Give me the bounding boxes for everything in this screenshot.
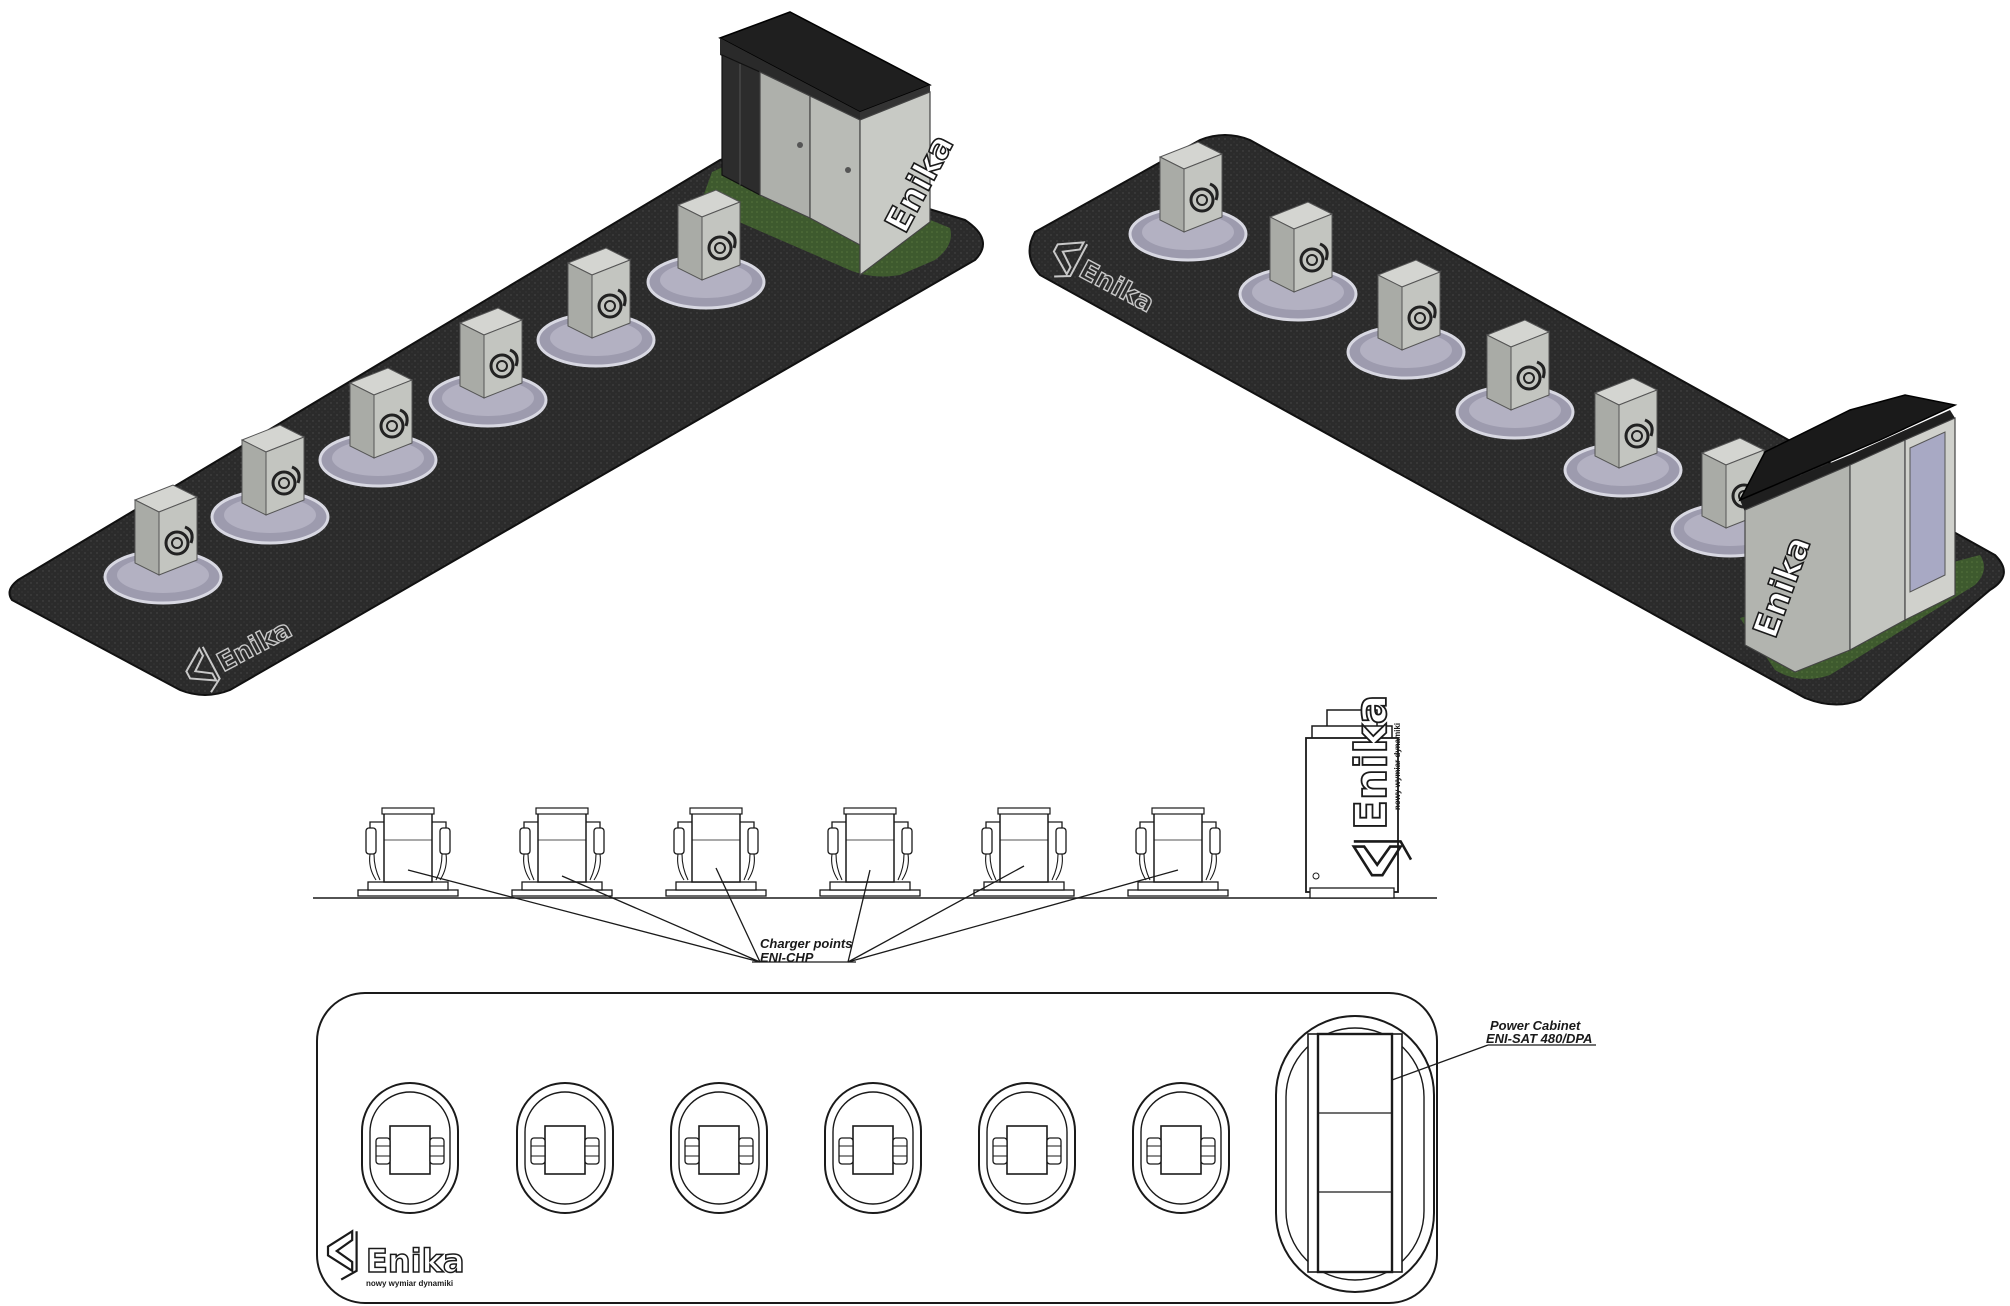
iso-view-left: Enika Enika	[8, 11, 984, 699]
front-elevation: Enika nowy wymiar dynamiki Charger point…	[313, 694, 1437, 965]
iso-view-right: Enika Enika	[1028, 134, 2005, 706]
power-cabinet-elevation: Enika nowy wymiar dynamiki	[1305, 694, 1413, 899]
brand-logo-cabinet-elevation: Enika	[1346, 695, 1397, 830]
charger-elevation-6	[1127, 807, 1229, 897]
charger-plan-2	[516, 1082, 614, 1214]
svg-text:Enika: Enika	[366, 1242, 464, 1280]
charger-plan-5	[978, 1082, 1076, 1214]
brand-logo-plan: Enika nowy wymiar dynamiki	[326, 1230, 465, 1288]
charger-plan-4	[824, 1082, 922, 1214]
charger-elevation-2	[511, 807, 613, 897]
charger-plan-1	[361, 1082, 459, 1214]
power-cabinet-label: Power Cabinet	[1490, 1018, 1581, 1033]
charger-elevation-5	[973, 807, 1075, 897]
power-cabinet-leader	[1391, 1044, 1489, 1081]
power-cabinet-iso-right: Enika	[1738, 394, 1958, 673]
charger-elevation-3	[665, 807, 767, 897]
charger-points-label: Charger points	[760, 936, 852, 951]
charger-points-model: ENI-CHP	[760, 950, 814, 965]
plan-view: Power Cabinet ENI-SAT 480/DPA Enika nowy…	[316, 992, 1596, 1304]
charger-plan-6	[1132, 1082, 1230, 1214]
power-cabinet-plan	[1275, 1015, 1435, 1293]
brand-tagline-plan: nowy wymiar dynamiki	[366, 1279, 453, 1288]
power-cabinet-model: ENI-SAT 480/DPA	[1486, 1031, 1592, 1046]
brand-tagline-elevation: nowy wymiar dynamiki	[1393, 723, 1402, 810]
charger-callout-leaders	[407, 865, 1179, 963]
charger-plan-3	[670, 1082, 768, 1214]
charger-elevation-1	[357, 807, 459, 897]
charger-elevation-4	[819, 807, 921, 897]
